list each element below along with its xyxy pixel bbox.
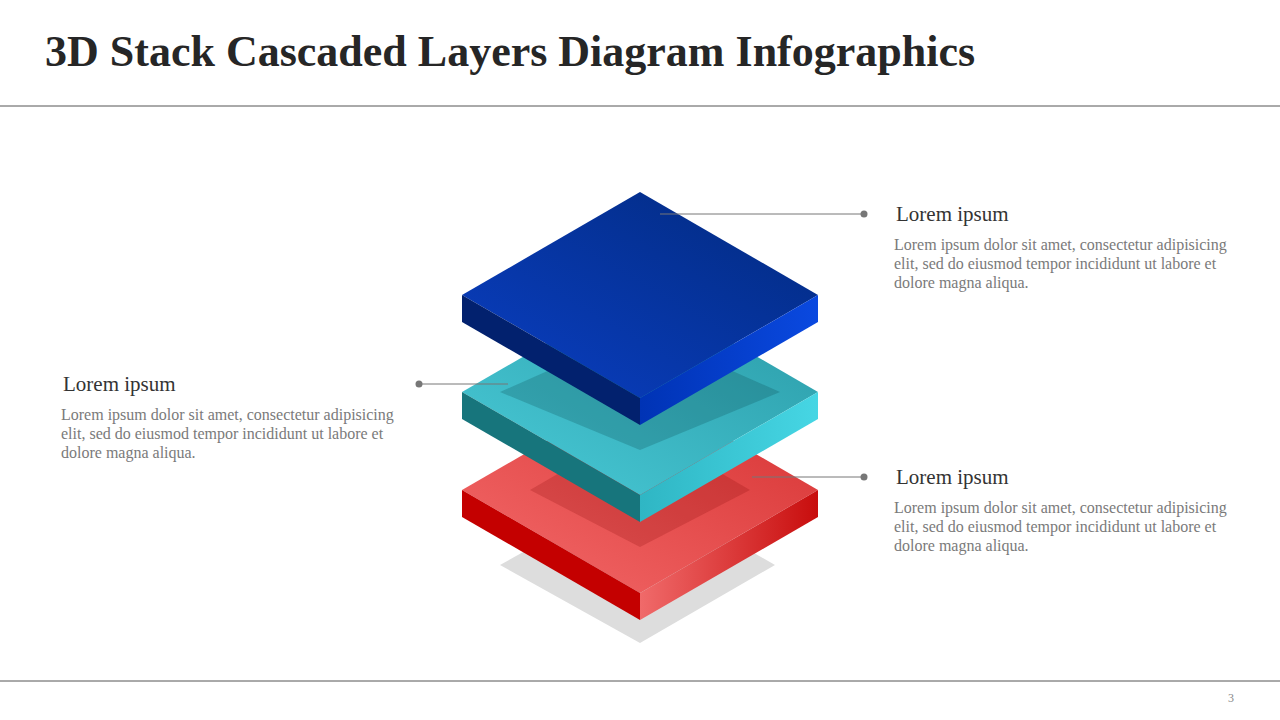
leader-line <box>752 474 868 481</box>
callout-heading: Lorem ipsum <box>896 200 1236 228</box>
callout-heading: Lorem ipsum <box>63 370 403 398</box>
footer-rule <box>0 681 1280 682</box>
header-rule <box>0 106 1280 107</box>
callout-body: Lorem ipsum dolor sit amet, consectetur … <box>894 498 1234 555</box>
page-number: 3 <box>1228 690 1248 706</box>
callout-body: Lorem ipsum dolor sit amet, consectetur … <box>894 235 1234 292</box>
leader-line <box>416 381 509 388</box>
callout-heading: Lorem ipsum <box>896 463 1236 491</box>
blue-layer <box>462 192 818 425</box>
leader-line <box>660 211 868 218</box>
callout-body: Lorem ipsum dolor sit amet, consectetur … <box>61 405 401 462</box>
slide-title: 3D Stack Cascaded Layers Diagram Infogra… <box>45 26 975 77</box>
